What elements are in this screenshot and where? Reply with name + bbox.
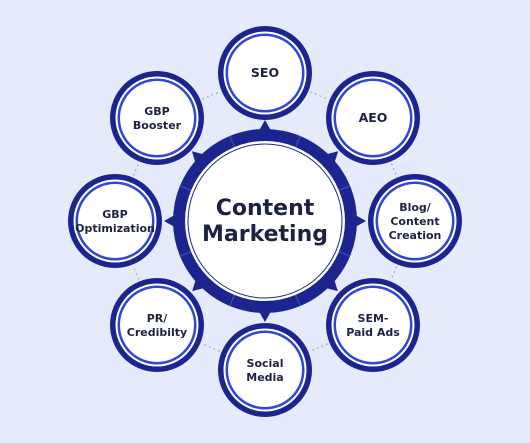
hub-tick (294, 294, 301, 307)
node-label: SEM-Paid Ads (346, 312, 400, 339)
hub-tick (229, 135, 236, 148)
node-aeo: AEO (326, 71, 420, 165)
node-label-line: Booster (133, 119, 182, 132)
node-face (120, 81, 194, 155)
connector-line (390, 266, 398, 280)
node-label-line: Optimization (75, 222, 155, 235)
node-pr-credibility: PR/Credibilty (110, 278, 204, 372)
node-face (228, 36, 302, 110)
connector-line (391, 163, 397, 176)
connector-line (202, 91, 220, 100)
node-face (228, 333, 302, 407)
node-label-line: Content (390, 215, 439, 228)
connector-line (202, 343, 220, 352)
hub-tick (338, 250, 351, 257)
hub-inner-ring (187, 143, 343, 299)
hub-pointer (323, 151, 339, 166)
hub-pointer (164, 213, 178, 229)
node-label-line: Blog/ (399, 201, 432, 214)
connector-line (133, 163, 139, 176)
hub-tick (179, 185, 192, 192)
node-label-line: GBP (144, 105, 169, 118)
hub-tick (294, 135, 301, 148)
center-title-line: Marketing (202, 222, 328, 247)
hub-pointer (192, 276, 207, 292)
connector-line (310, 343, 328, 352)
hub-pointer (191, 151, 207, 166)
node-label-line: Creation (389, 229, 442, 242)
node-label-line: PR/ (147, 312, 169, 325)
node-label-line: Media (246, 371, 283, 384)
node-face (336, 81, 410, 155)
node-label-line: SEO (251, 65, 279, 80)
hub-pointer (257, 120, 273, 134)
hub-tick (229, 294, 236, 307)
node-label-line: GBP (102, 208, 127, 221)
hub-tick (179, 250, 192, 257)
connector-line (310, 91, 328, 100)
node-face (378, 184, 452, 258)
node-label-line: Social (247, 357, 284, 370)
node-seo: SEO (218, 26, 312, 120)
node-label-line: AEO (359, 110, 388, 125)
connector-line (132, 266, 140, 280)
center-title-line: Content (216, 196, 315, 221)
node-label: PR/Credibilty (127, 312, 187, 339)
connector-lines (132, 91, 398, 352)
hub-pointer (352, 213, 366, 229)
node-label: AEO (359, 110, 388, 125)
node-label-line: Paid Ads (346, 326, 400, 339)
node-face (336, 288, 410, 362)
node-face (78, 184, 152, 258)
hub-white-border (185, 141, 345, 301)
node-label: SEO (251, 65, 279, 80)
node-label-line: Credibilty (127, 326, 187, 339)
node-face (120, 288, 194, 362)
hub-tick (338, 185, 351, 192)
node-label-line: SEM- (358, 312, 389, 325)
node-sem-paid-ads: SEM-Paid Ads (326, 278, 420, 372)
hub-pointer (257, 308, 273, 322)
hub-pointer (323, 276, 338, 292)
